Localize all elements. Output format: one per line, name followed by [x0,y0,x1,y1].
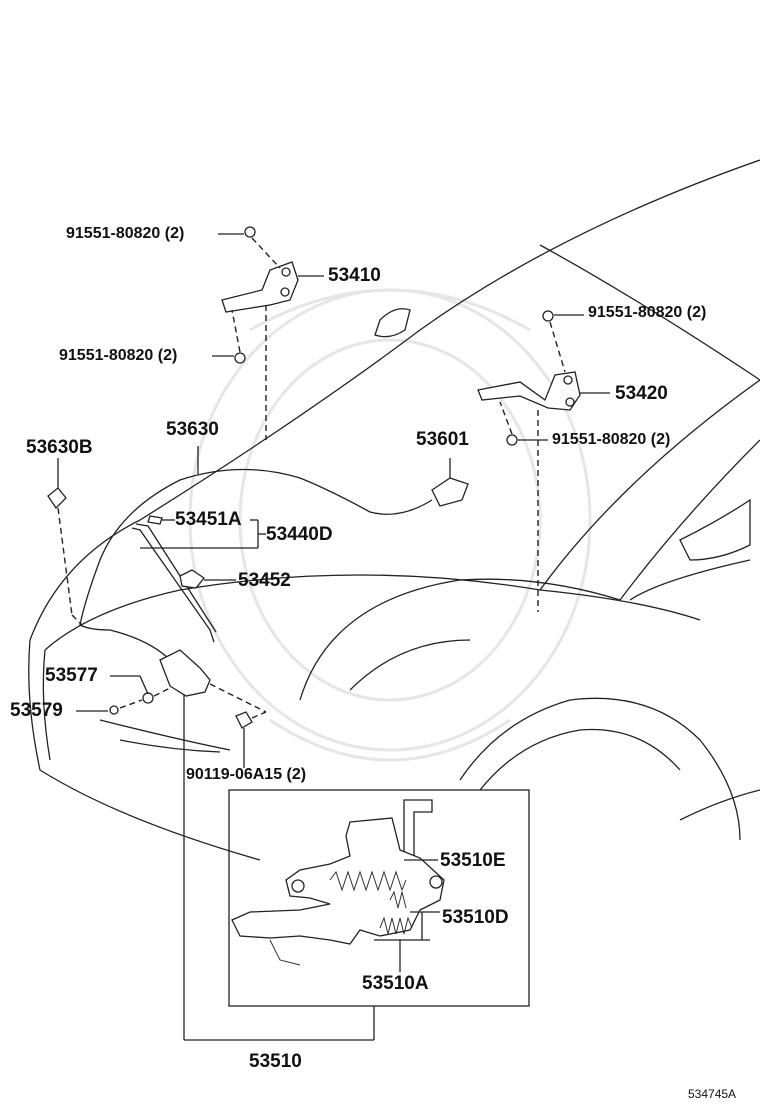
release-cable-53630 [79,446,433,661]
label-lock-bolt: 90119-06A15 (2) [186,766,307,783]
label-latch-e: 53510E [440,850,506,871]
label-hinge-right: 53420 [615,383,668,404]
label-latch-d: 53510D [442,907,509,928]
label-rod-holder: 53452 [238,570,291,591]
label-lever-assy: 53601 [416,429,469,450]
illustration-id: 534745A [688,1087,737,1101]
cable-clamp-53630b [47,458,83,626]
label-bolt-upper-left: 91551-80820 (2) [66,225,185,242]
release-lever-53601 [431,458,469,507]
watermark [188,288,592,762]
hinge-left-53410 [212,226,324,440]
label-grommet: 53579 [10,700,63,721]
label-support-rod: 53451A [175,509,242,530]
car-body-outline [28,159,760,861]
label-bolt-upper-right: 91551-80820 (2) [588,304,707,321]
hinge-right-53420 [477,310,610,612]
hood-lock-on-car [76,649,375,1041]
label-rod-set: 53440D [266,524,333,545]
label-latch-a: 53510A [362,973,429,994]
label-release-cable: 53630 [166,419,219,440]
hood-support-rod [131,515,266,643]
label-bolt-lower-left: 91551-80820 (2) [59,347,178,364]
label-cable-clamp: 53630B [26,437,93,458]
label-hinge-left: 53410 [328,265,381,286]
label-lock-assy: 53510 [249,1051,302,1072]
latch-detail-inset [228,789,530,1007]
label-bolt-lower-right: 91551-80820 (2) [552,431,671,448]
label-cushion: 53577 [45,665,98,686]
